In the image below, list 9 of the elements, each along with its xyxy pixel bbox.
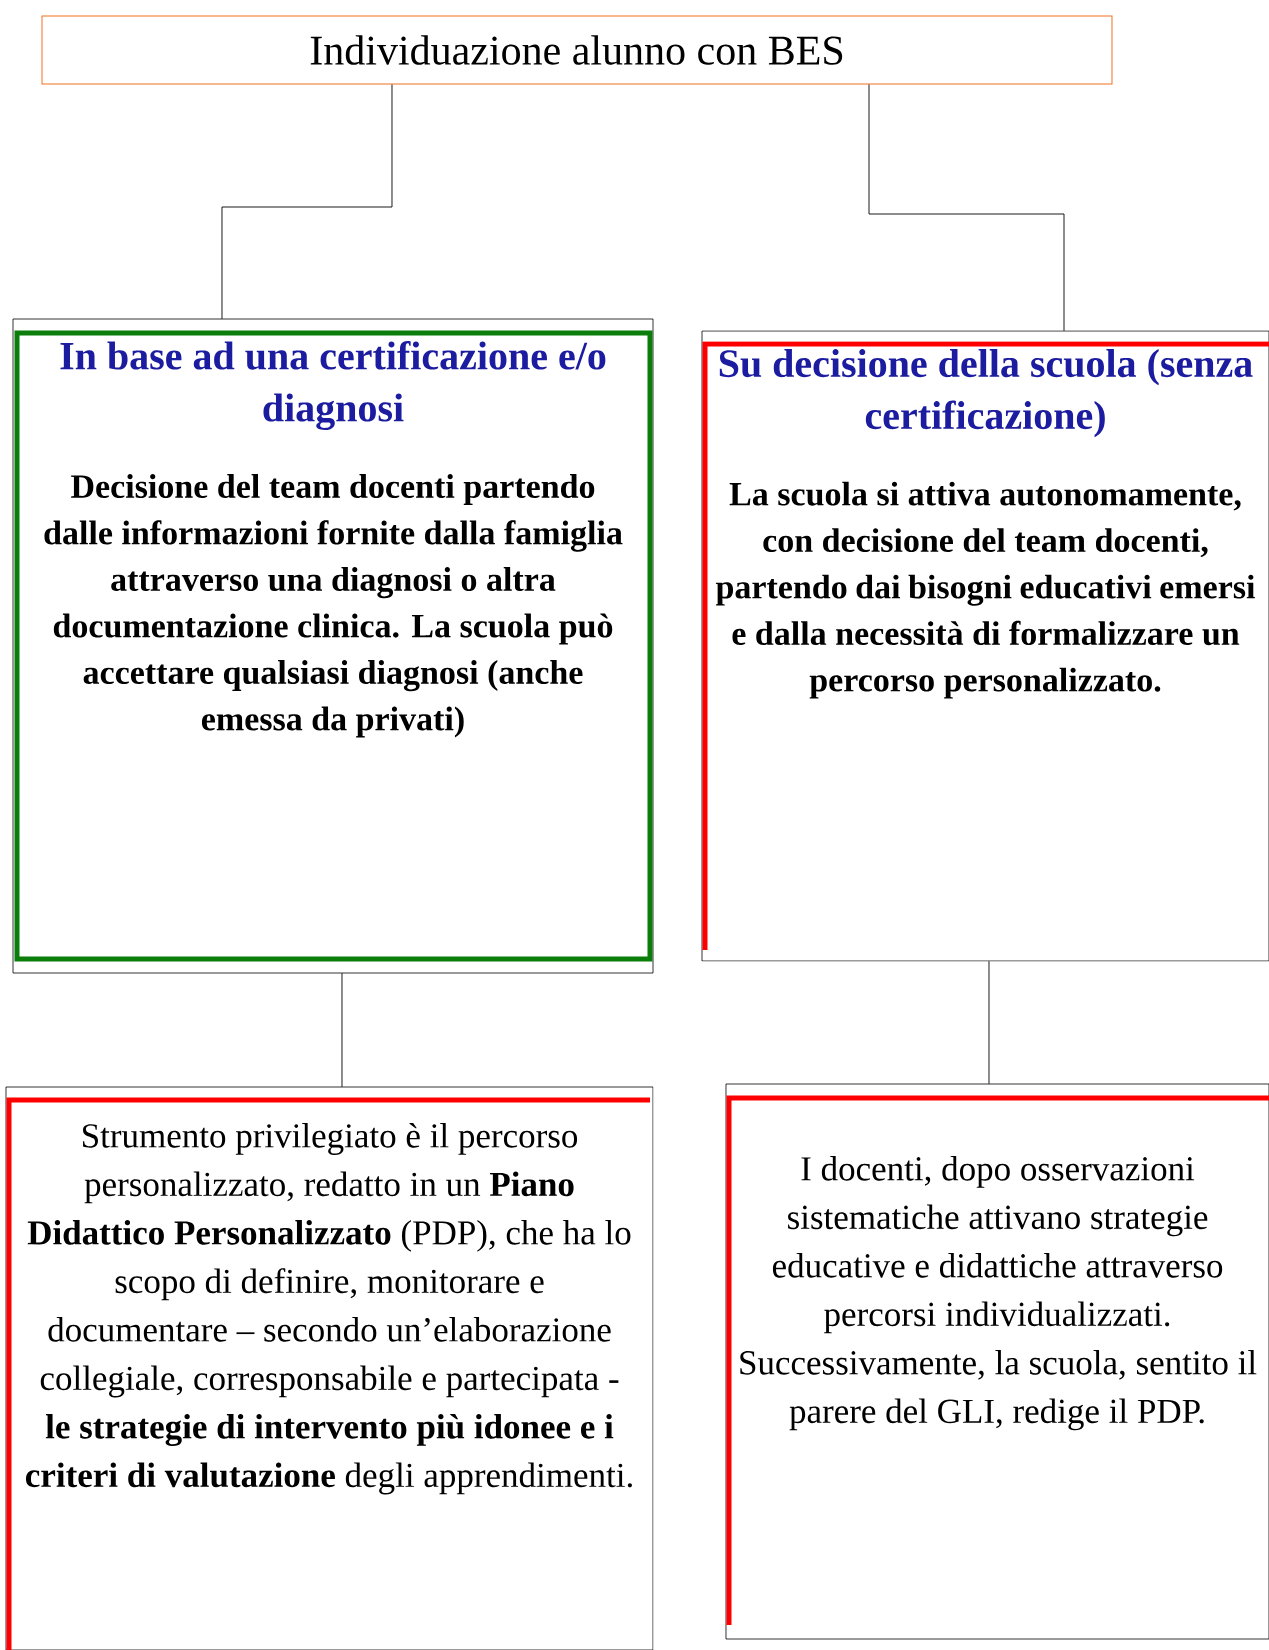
category-box: In base ad una certificazione e/o diagnosi Decisione del team docenti partendo dalle informazioni fornite dalla famiglia attraverso una diagnosi o altra documentazione clinica. La scuola può accettare qualsiasi diagnosi (anche emessa da privati) — [12, 318, 654, 974]
connector-line — [868, 84, 1065, 332]
category-box: Su decisione della scuola (senza certificazione) La scuola si attiva autonomamente, con decisione del team docenti, partendo dai bisogni educativi emersi e dalla necessità di formalizzare un percorso personalizzato. — [701, 330, 1269, 962]
description-box: I docenti, dopo osservazioni sistematiche attivano strategie educative e didattiche attraverso percorsi individualizzati. Successivamente, la scuola, sentito il parere del GLI, redige il PDP. — [725, 1083, 1269, 1640]
title-box: Individuazione alunno con BES — [41, 15, 1113, 85]
connector-line — [221, 84, 393, 320]
connector-line — [988, 960, 990, 1085]
description-box: Strumento privilegiato è il percorso personalizzato, redatto in un Piano Didattico Personalizzato (PDP), che ha lo scopo di definire, monitorare e documentare – secondo un’elaborazione collegiale, corresponsabile e partecipata - le strategie di intervento più idonee e i criteri di valutazione degli apprendimenti. — [5, 1086, 654, 1650]
connector-line — [341, 972, 343, 1088]
